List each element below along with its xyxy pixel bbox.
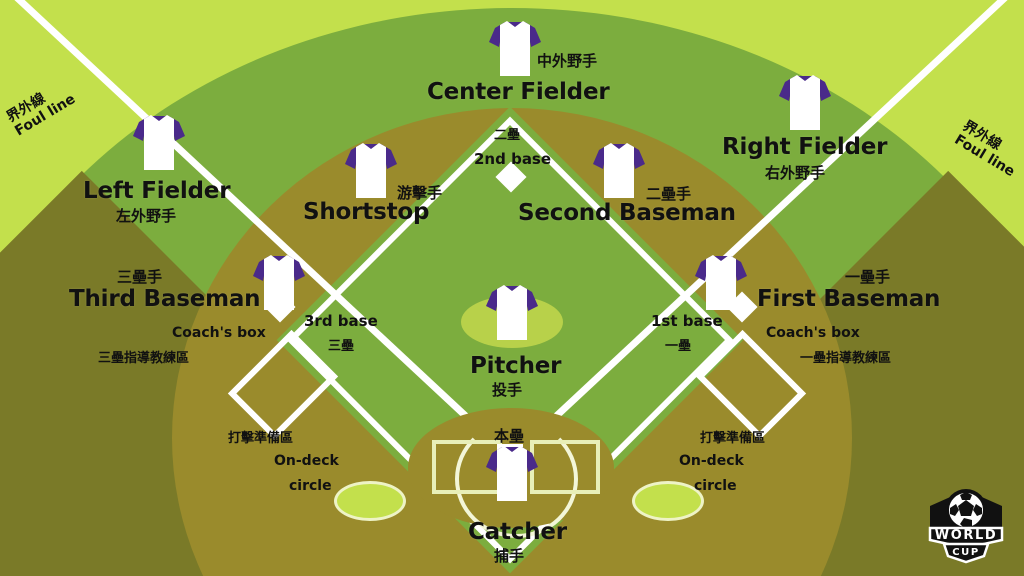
logo-cup-text: CUP <box>952 547 980 558</box>
jersey-left-fielder <box>131 112 187 174</box>
jersey-catcher <box>484 443 540 505</box>
jersey-right-fielder <box>777 72 833 134</box>
label-on-deck-left-en2: circle <box>289 478 332 494</box>
jersey-third-baseman <box>251 252 307 314</box>
label-first-base-zh: 一壘 <box>665 339 692 354</box>
label-center-fielder-zh: 中外野手 <box>537 52 598 70</box>
world-cup-logo: WORLD CUP <box>922 484 1010 566</box>
label-pitcher-zh: 投手 <box>492 381 523 399</box>
label-shortstop-en: Shortstop <box>303 199 430 225</box>
jersey-shortstop <box>343 140 399 202</box>
label-catcher-zh: 捕手 <box>494 547 525 565</box>
label-right-fielder-en: Right Fielder <box>722 134 888 160</box>
label-right-fielder-zh: 右外野手 <box>765 164 826 182</box>
label-home-plate-zh: 本壘 <box>494 427 525 445</box>
logo-world-text: WORLD <box>935 528 997 543</box>
label-coach-box-right-zh: 一壘指導教練區 <box>800 351 892 366</box>
label-on-deck-right-en2: circle <box>694 478 737 494</box>
label-third-baseman-zh: 三壘手 <box>117 268 163 286</box>
label-first-baseman-en: First Baseman <box>757 286 941 312</box>
label-first-base-en: 1st base <box>651 312 723 330</box>
label-left-fielder-en: Left Fielder <box>83 178 231 204</box>
jersey-center-fielder <box>487 18 543 80</box>
label-on-deck-left-zh: 打擊準備區 <box>228 431 294 446</box>
label-foul-line-left: 界外線 Foul line <box>4 77 78 139</box>
label-second-base-en: 2nd base <box>474 150 552 168</box>
label-left-fielder-zh: 左外野手 <box>116 207 177 225</box>
label-second-baseman-zh: 二壘手 <box>646 185 692 203</box>
jersey-pitcher <box>484 282 540 344</box>
label-on-deck-left-en1: On-deck <box>274 453 339 469</box>
label-second-baseman-en: Second Baseman <box>518 200 736 226</box>
label-on-deck-right-zh: 打擊準備區 <box>700 431 766 446</box>
catcher-box-arc <box>455 420 578 538</box>
label-third-base-zh: 三壘 <box>328 339 355 354</box>
label-center-fielder-en: Center Fielder <box>427 79 610 105</box>
jersey-first-baseman <box>693 252 749 314</box>
on-deck-circle-right <box>632 481 704 521</box>
jersey-second-baseman <box>591 140 647 202</box>
label-foul-line-right: 界外線 Foul line <box>951 118 1024 180</box>
label-third-base-en: 3rd base <box>304 312 378 330</box>
label-catcher-en: Catcher <box>468 519 567 545</box>
batter-box-right <box>530 440 600 494</box>
label-coach-box-left-zh: 三壘指導教練區 <box>98 351 190 366</box>
on-deck-circle-left <box>334 481 406 521</box>
label-third-baseman-en: Third Baseman <box>69 286 261 312</box>
label-shortstop-zh: 游擊手 <box>397 184 443 202</box>
label-pitcher-en: Pitcher <box>470 353 562 379</box>
label-on-deck-right-en1: On-deck <box>679 453 744 469</box>
label-second-base-zh: 二壘 <box>494 128 521 143</box>
label-coach-box-left-en: Coach's box <box>172 325 266 341</box>
label-first-baseman-zh: 一壘手 <box>845 268 891 286</box>
label-coach-box-right-en: Coach's box <box>766 325 860 341</box>
